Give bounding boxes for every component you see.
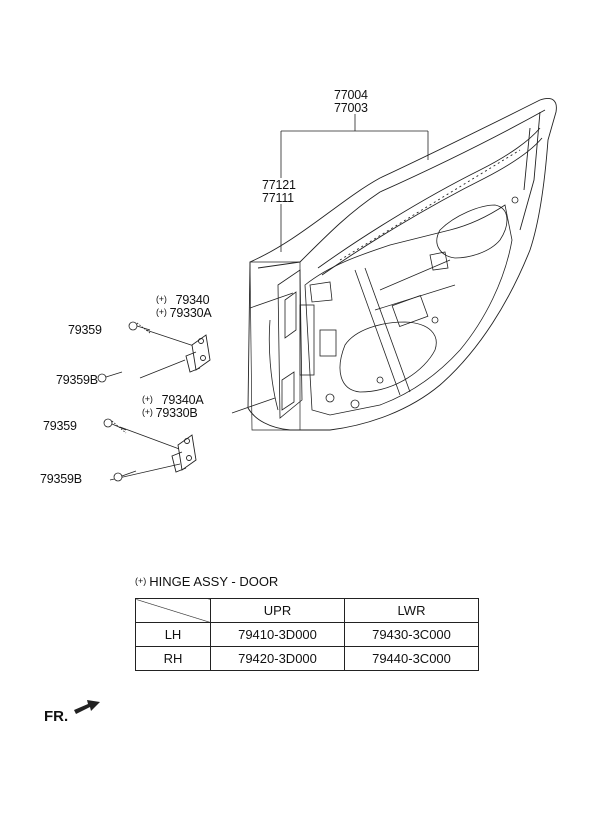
door-inner-panel bbox=[299, 196, 519, 416]
legend-title: (+)HINGE ASSY - DOOR bbox=[135, 574, 279, 589]
door-exploded-diagram bbox=[97, 98, 557, 482]
table-row: LH 79410-3D000 79430-3C000 bbox=[135, 622, 479, 647]
callout-panel-lh: 77121 bbox=[262, 178, 296, 192]
part-number-cell: 79440-3C000 bbox=[344, 646, 479, 671]
part-number-cell: 79430-3C000 bbox=[344, 622, 479, 647]
callout-panel-rh: 77111 bbox=[262, 191, 294, 205]
upper-hinge bbox=[185, 334, 211, 373]
hinge-part-table: UPR LWR LH 79410-3D000 79430-3C000 RH 79… bbox=[135, 598, 479, 671]
table-header-row: UPR LWR bbox=[135, 598, 479, 623]
note-marker: (+) bbox=[135, 576, 147, 586]
callout-upper-hinge-b: (+)79330A bbox=[156, 306, 212, 320]
row-label: RH bbox=[135, 646, 211, 671]
column-header-upr: UPR bbox=[210, 598, 345, 623]
callout-bolt-upper-b: 79359B bbox=[56, 373, 98, 387]
front-arrow-icon bbox=[74, 700, 100, 714]
part-number-cell: 79410-3D000 bbox=[210, 622, 345, 647]
callout-door-assy-rh: 77003 bbox=[334, 101, 368, 115]
row-label: LH bbox=[135, 622, 211, 647]
callout-lower-hinge-a: (+)79340A bbox=[142, 393, 204, 407]
note-marker: (+) bbox=[156, 294, 167, 304]
note-marker: (+) bbox=[142, 394, 153, 404]
callout-bolt-lower-b: 79359B bbox=[40, 472, 82, 486]
callout-upper-hinge-a: (+)79340 bbox=[156, 293, 210, 307]
door-hinge-edge bbox=[268, 269, 303, 419]
door-window-frame bbox=[317, 111, 543, 276]
note-marker: (+) bbox=[142, 407, 153, 417]
front-indicator-label: FR. bbox=[44, 708, 69, 725]
callout-bolt-upper: 79359 bbox=[68, 323, 102, 337]
door-outer-panel bbox=[247, 98, 557, 431]
lower-hinge bbox=[171, 434, 197, 473]
table-corner-cell bbox=[135, 598, 211, 623]
callout-door-assy-lh: 77004 bbox=[334, 88, 368, 102]
part-number-cell: 79420-3D000 bbox=[210, 646, 345, 671]
callout-lower-hinge-b: (+)79330B bbox=[142, 406, 198, 420]
note-marker: (+) bbox=[156, 307, 167, 317]
column-header-lwr: LWR bbox=[344, 598, 479, 623]
callout-bolt-lower: 79359 bbox=[43, 419, 77, 433]
table-row: RH 79420-3D000 79440-3C000 bbox=[135, 646, 479, 671]
bolts bbox=[97, 321, 151, 482]
